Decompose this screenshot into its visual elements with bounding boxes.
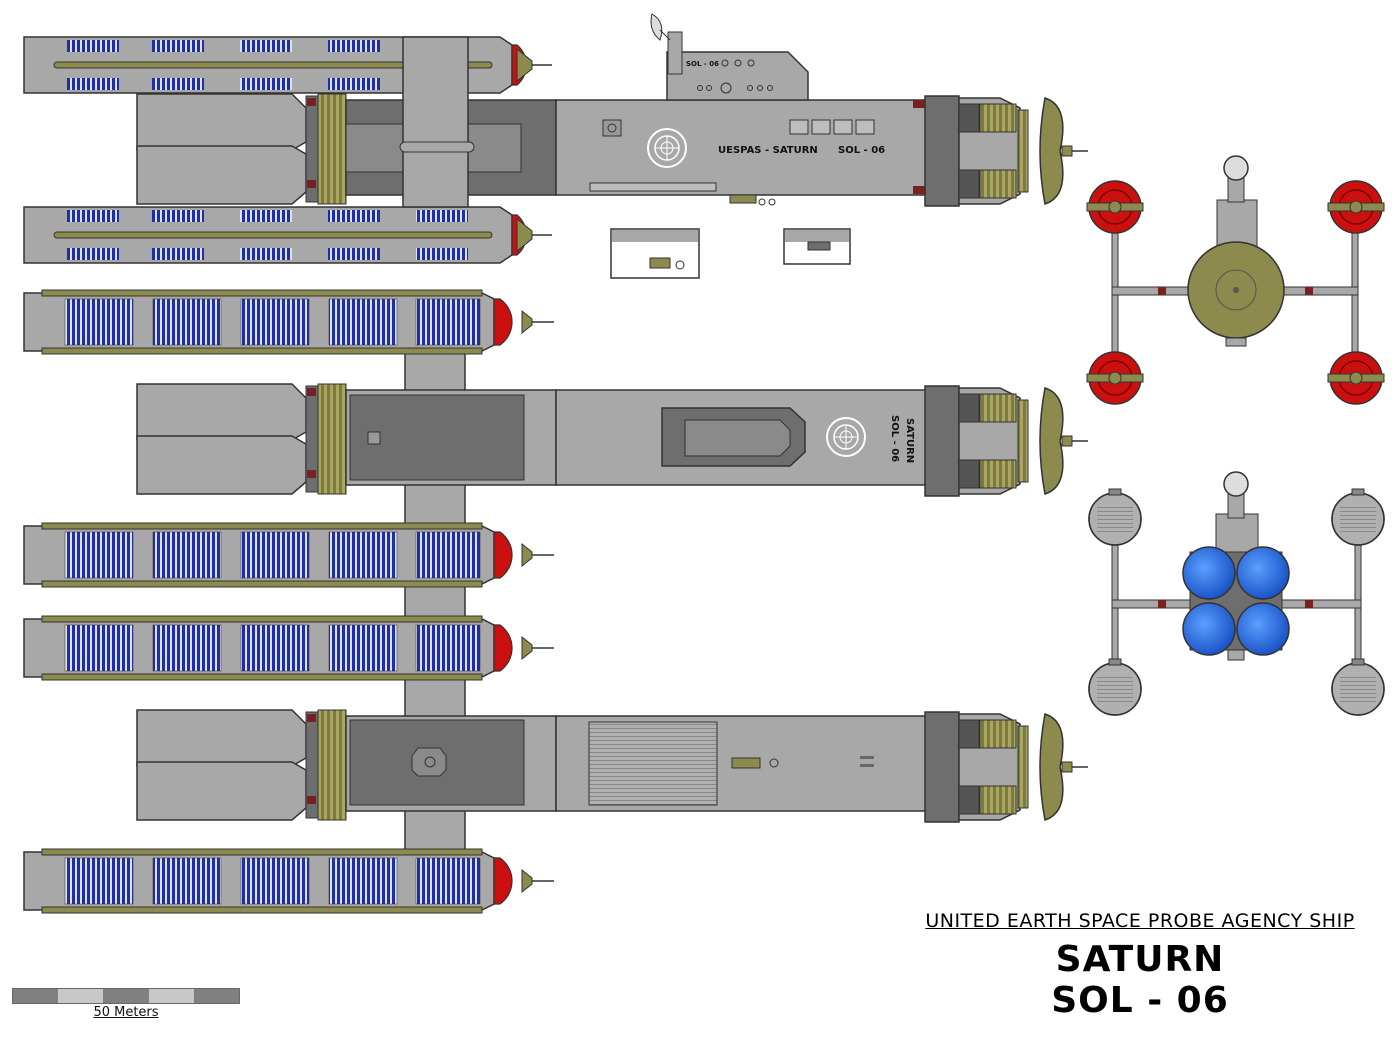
tower-code-marking: SOL - 06 xyxy=(686,60,719,68)
top-view: SOL - 06 SATURN xyxy=(23,289,1089,636)
side-code-marking: SOL - 06 xyxy=(838,145,885,156)
scale-segment xyxy=(13,989,59,1003)
rear-end-view xyxy=(1088,471,1385,716)
top-name-marking: SATURN xyxy=(904,418,915,463)
front-end-view xyxy=(1086,155,1385,405)
bottom-view xyxy=(23,615,1089,914)
side-name-marking: UESPAS - SATURN xyxy=(718,145,818,156)
agency-title: UNITED EARTH SPACE PROBE AGENCY SHIP xyxy=(925,910,1355,932)
scale-segment xyxy=(148,989,194,1003)
top-code-marking: SOL - 06 xyxy=(889,415,900,462)
scale-segment xyxy=(193,989,240,1003)
scale-bar-segments xyxy=(12,988,240,1004)
side-view: UESPAS - SATURN SOL - 06 SOL - 06 xyxy=(23,13,1089,264)
scale-segment xyxy=(58,989,104,1003)
ship-name: SATURN xyxy=(1055,939,1225,980)
scale-bar: 50 Meters xyxy=(12,988,240,1020)
detail-inset-right xyxy=(783,228,851,265)
title-block: UNITED EARTH SPACE PROBE AGENCY SHIP SAT… xyxy=(900,910,1380,1022)
scale-label: 50 Meters xyxy=(93,1005,159,1020)
ship-code: SOL - 06 xyxy=(1051,980,1229,1021)
detail-inset-left xyxy=(610,228,700,279)
scale-segment xyxy=(103,989,149,1003)
